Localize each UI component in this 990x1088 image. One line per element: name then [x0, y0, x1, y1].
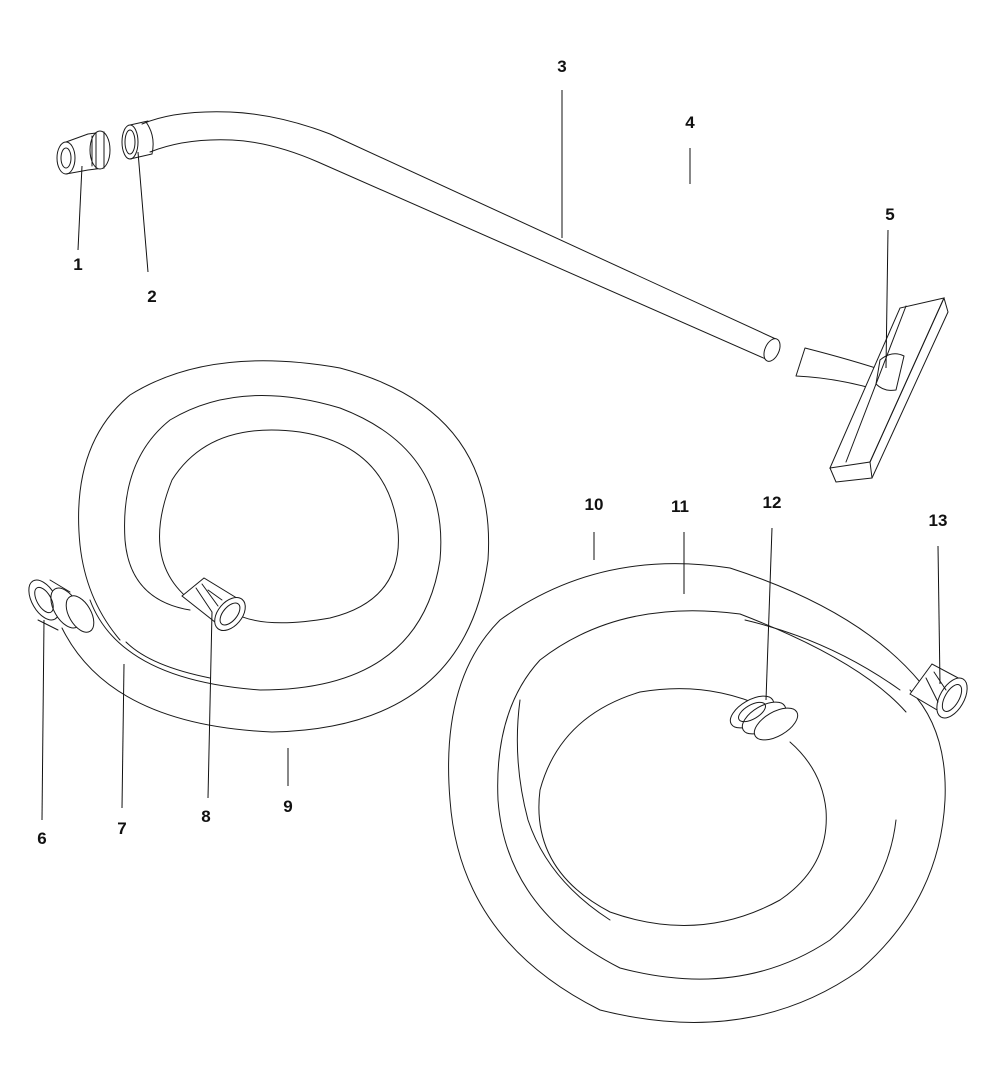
bent-wand-part-3	[141, 111, 781, 362]
leader-5	[885, 229, 889, 369]
leader-8	[207, 611, 213, 799]
callout-8: 8	[201, 807, 210, 826]
callout-1: 1	[73, 255, 82, 274]
hose-end-fitting-part-6	[28, 579, 95, 633]
leader-1	[77, 165, 83, 251]
cuff-part-2	[121, 120, 154, 160]
callout-9: 9	[283, 797, 292, 816]
hose-cuff-part-8	[181, 577, 246, 631]
floor-nozzle-part-5	[795, 297, 949, 483]
callout-13: 13	[929, 511, 948, 530]
callout-labels: 1 2 3 4 5 6 7 8 9 10 11 12 13	[37, 57, 947, 848]
callout-12: 12	[763, 493, 782, 512]
hose-assembly-left	[61, 360, 490, 733]
leader-13	[937, 545, 941, 685]
leader-12	[765, 527, 773, 701]
callout-4: 4	[685, 113, 695, 132]
coupling-part-1	[56, 130, 111, 175]
callout-10: 10	[585, 495, 604, 514]
leader-lines	[41, 90, 941, 821]
callout-2: 2	[147, 287, 156, 306]
callout-5: 5	[885, 205, 894, 224]
callout-3: 3	[557, 57, 566, 76]
hose-cuff-part-13	[909, 663, 968, 719]
hose-end-fitting-part-12	[729, 695, 799, 741]
callout-6: 6	[37, 829, 46, 848]
leader-7	[121, 663, 125, 809]
leader-2	[137, 151, 149, 273]
hose-assembly-right	[448, 563, 946, 1023]
callout-7: 7	[117, 819, 126, 838]
callout-11: 11	[671, 497, 689, 516]
leader-6	[41, 619, 45, 821]
